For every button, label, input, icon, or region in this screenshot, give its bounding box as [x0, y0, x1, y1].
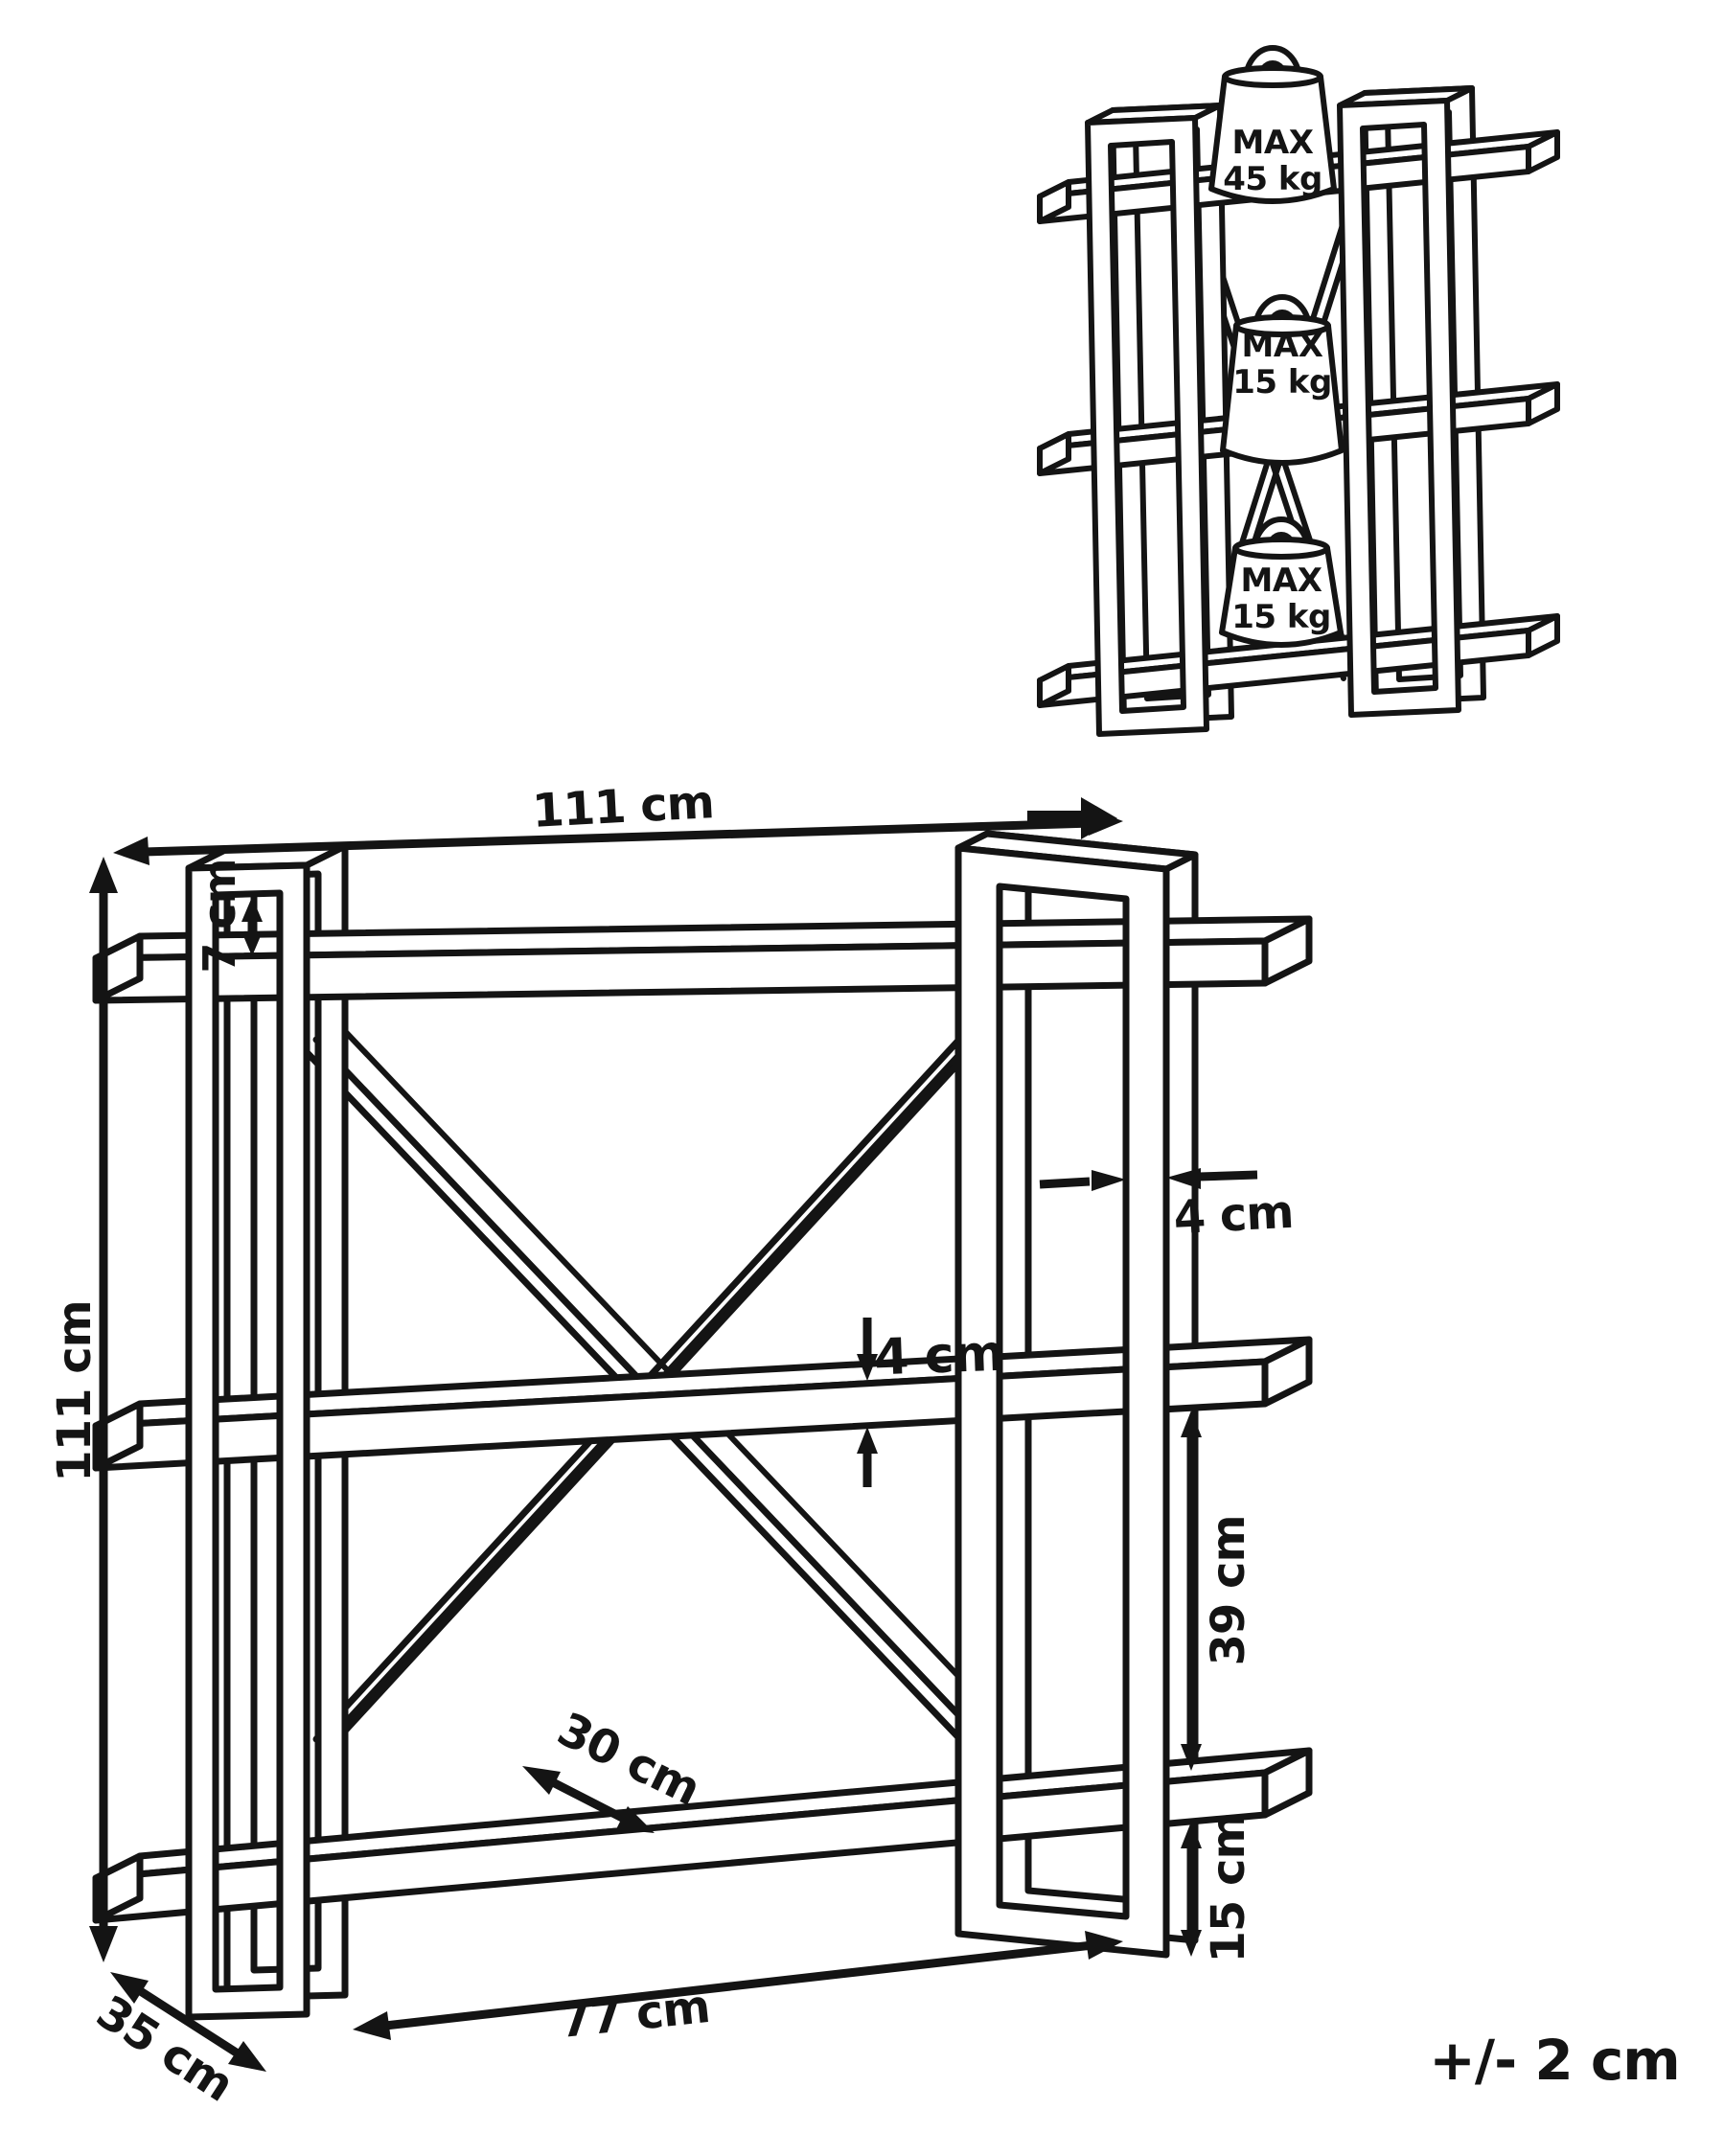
max-load-top-line1: MAX: [1231, 123, 1314, 162]
weight-15kg-bottom: [1219, 516, 1344, 648]
dimension-diagram: [89, 807, 1313, 2072]
max-load-top-label: MAX 45 kg: [1223, 125, 1322, 197]
dim-shelf-thickness: [857, 1318, 878, 1487]
max-load-middle-label: MAX 15 kg: [1232, 328, 1332, 401]
left-frame: [185, 842, 349, 2021]
overall-height-label: 111 cm: [48, 1300, 102, 1482]
weight-15kg-middle: [1220, 294, 1345, 466]
dim-overall-depth: [110, 1972, 266, 2072]
max-load-bottom-line2: 15 kg: [1231, 598, 1331, 636]
bottom-clearance-label: 15 cm: [1202, 1812, 1255, 1963]
top-overhang-label: 7 cm: [194, 859, 245, 974]
dim-frame-profile-width: [1039, 1168, 1258, 1191]
dim-shelf-gap-middle: [1181, 1411, 1202, 1771]
frame-profile-width-label: 4 cm: [1172, 1184, 1295, 1246]
max-load-top-line2: 45 kg: [1223, 160, 1322, 198]
dim-top-overhang: [241, 897, 263, 956]
weight-45kg: [1208, 45, 1337, 204]
tolerance-label: +/- 2 cm: [1429, 2028, 1680, 2093]
max-load-middle-line1: MAX: [1241, 326, 1323, 365]
load-diagram: [1027, 45, 1560, 839]
max-load-bottom-line1: MAX: [1240, 561, 1322, 600]
right-frame: [954, 830, 1199, 1959]
dim-overall-height: [89, 857, 118, 1962]
overall-width-label: 111 cm: [530, 775, 716, 838]
dim-inner-width: [353, 1931, 1123, 2040]
dim-bottom-clearance: [1181, 1822, 1202, 1957]
dim-overall-width: [113, 807, 1123, 865]
dim-shelf-depth-inner: [522, 1766, 655, 1833]
right-frame: [1337, 85, 1475, 718]
max-load-middle-line2: 15 kg: [1232, 363, 1332, 401]
max-load-bottom-label: MAX 15 kg: [1231, 562, 1331, 635]
shelf-thickness-label: 4 cm: [873, 1324, 1005, 1388]
shelf-gap-middle-label: 39 cm: [1202, 1515, 1255, 1666]
